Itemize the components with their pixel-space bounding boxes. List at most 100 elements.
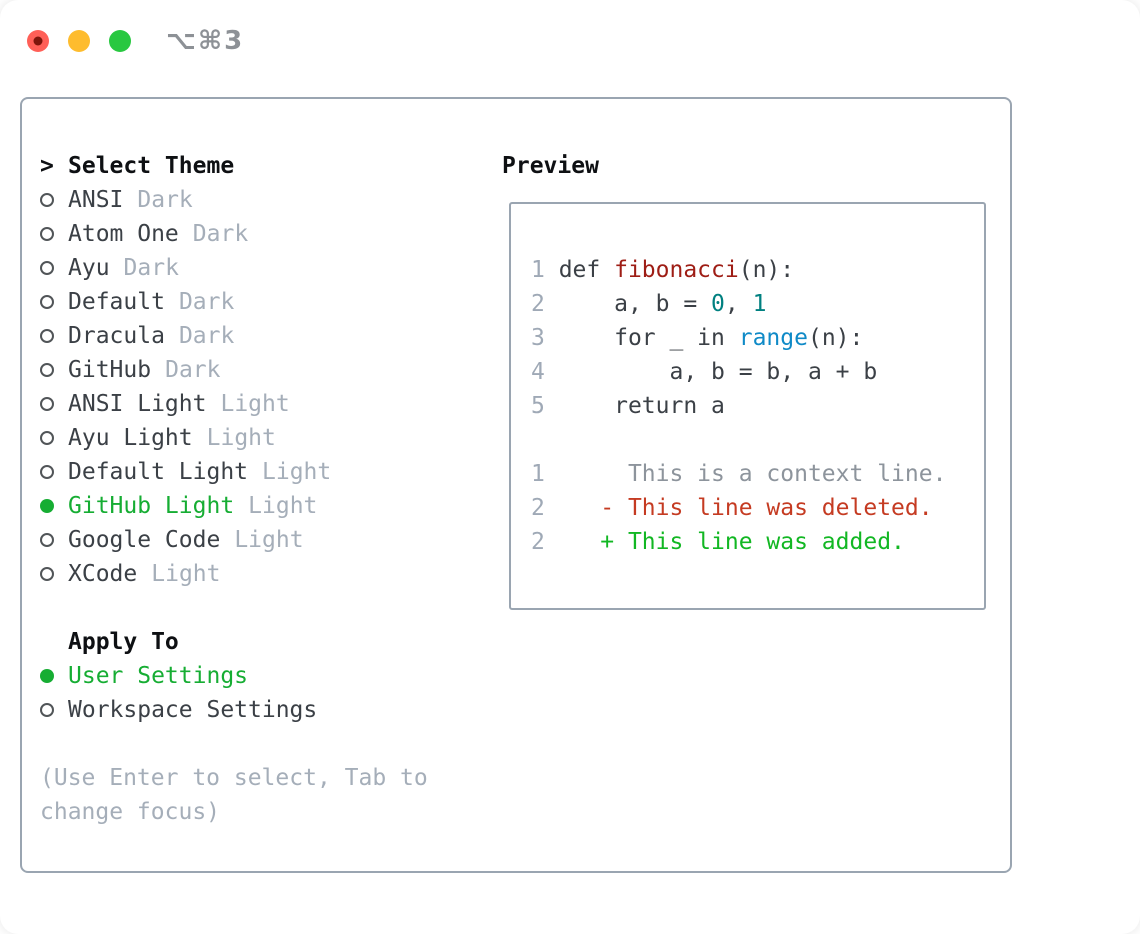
radio-cell <box>40 567 68 581</box>
zoom-button[interactable] <box>109 30 131 52</box>
radio-selected-icon <box>40 669 54 683</box>
radio-cell <box>40 295 68 309</box>
option-label: User Settings <box>68 663 249 689</box>
theme-variant-tag: Dark <box>165 357 221 383</box>
code-token: + This line was added. <box>558 529 905 555</box>
theme-option-github-light[interactable]: GitHub Light Light <box>40 489 452 523</box>
line-number: 2 <box>531 529 559 555</box>
theme-option-ansi[interactable]: ANSI Dark <box>40 183 452 217</box>
line-number: 1 <box>531 257 559 283</box>
theme-variant-tag: Light <box>151 561 221 587</box>
code-line: 3 for _ in range(n): <box>531 321 984 355</box>
spacer <box>40 727 452 761</box>
radio-icon <box>40 533 54 547</box>
radio-icon <box>40 261 54 275</box>
theme-variant-tag: Dark <box>192 221 249 247</box>
titlebar: ⌥⌘3 <box>27 26 244 56</box>
radio-cell <box>40 261 68 275</box>
theme-option-atom-one[interactable]: Atom One Dark <box>40 217 452 251</box>
option-label: Default Light <box>68 459 249 485</box>
radio-cell <box>40 329 68 343</box>
option-label: ANSI <box>68 187 124 213</box>
code-line: 2 + This line was added. <box>531 525 984 559</box>
option-label: Atom One <box>68 221 179 247</box>
apply-option-workspace-settings[interactable]: Workspace Settings <box>40 693 452 727</box>
option-label: Workspace Settings <box>68 697 318 723</box>
theme-option-ansi-light[interactable]: ANSI Light Light <box>40 387 452 421</box>
option-label: XCode <box>68 561 138 587</box>
theme-variant-tag: Dark <box>178 323 235 349</box>
radio-cell <box>40 397 68 411</box>
theme-variant-tag: Dark <box>137 187 193 213</box>
theme-option-default-light[interactable]: Default Light Light <box>40 455 452 489</box>
code-token: (n): <box>807 325 864 351</box>
radio-cell <box>40 431 68 445</box>
radio-icon <box>40 465 54 479</box>
code-token: def <box>558 257 615 283</box>
radio-cell <box>40 669 68 683</box>
code-line: 4 a, b = b, a + b <box>531 355 984 389</box>
theme-variant-tag: Light <box>206 425 276 451</box>
code-token: This is a context line. <box>558 461 947 487</box>
window-title: ⌥⌘3 <box>166 26 245 56</box>
select-theme-title: Select Theme <box>68 153 235 179</box>
radio-cell <box>40 499 68 513</box>
radio-cell <box>40 465 68 479</box>
spacer <box>40 591 452 625</box>
radio-cell <box>40 227 68 241</box>
code-line: 2 - This line was deleted. <box>531 491 984 525</box>
option-label: Google Code <box>68 527 221 553</box>
radio-icon <box>40 295 54 309</box>
code-token: for _ in <box>558 325 739 351</box>
radio-icon <box>40 567 54 581</box>
option-label: ANSI Light <box>68 391 207 417</box>
line-number: 3 <box>531 325 559 351</box>
apply-option-user-settings[interactable]: User Settings <box>40 659 452 693</box>
option-label: Default <box>68 289 165 315</box>
radio-icon <box>40 363 54 377</box>
close-button[interactable] <box>27 30 49 52</box>
code-token: a, b = <box>558 291 712 317</box>
code-token: fibonacci <box>614 257 739 283</box>
theme-option-github[interactable]: GitHub Dark <box>40 353 452 387</box>
theme-variant-tag: Light <box>262 459 332 485</box>
theme-variant-tag: Light <box>234 527 304 553</box>
radio-selected-icon <box>40 499 54 513</box>
code-token: range <box>738 325 808 351</box>
code-token: return a <box>558 393 725 419</box>
blank-line <box>531 423 984 457</box>
theme-option-default[interactable]: Default Dark <box>40 285 452 319</box>
preview-header: Preview <box>502 153 599 179</box>
theme-option-xcode[interactable]: XCode Light <box>40 557 452 591</box>
option-label: GitHub Light <box>68 493 235 519</box>
theme-option-google-code[interactable]: Google Code Light <box>40 523 452 557</box>
radio-icon <box>40 397 54 411</box>
option-label: GitHub <box>68 357 152 383</box>
radio-cell <box>40 533 68 547</box>
radio-icon <box>40 329 54 343</box>
theme-variant-tag: Light <box>248 493 318 519</box>
theme-variant-tag: Light <box>220 391 290 417</box>
theme-variant-tag: Dark <box>178 289 235 315</box>
option-label: Dracula <box>68 323 165 349</box>
minimize-button[interactable] <box>68 30 90 52</box>
radio-icon <box>40 431 54 445</box>
code-token: a, b = b, a + b <box>558 359 878 385</box>
radio-cell <box>40 703 68 717</box>
code-token: 0 <box>711 291 725 317</box>
code-token: - This line was deleted. <box>558 495 933 521</box>
line-number: 4 <box>531 359 559 385</box>
code-line: 1 This is a context line. <box>531 457 984 491</box>
code-token: , <box>724 291 753 317</box>
code-line: 2 a, b = 0, 1 <box>531 287 984 321</box>
apply-to-header: Apply To <box>40 625 452 659</box>
theme-option-dracula[interactable]: Dracula Dark <box>40 319 452 353</box>
